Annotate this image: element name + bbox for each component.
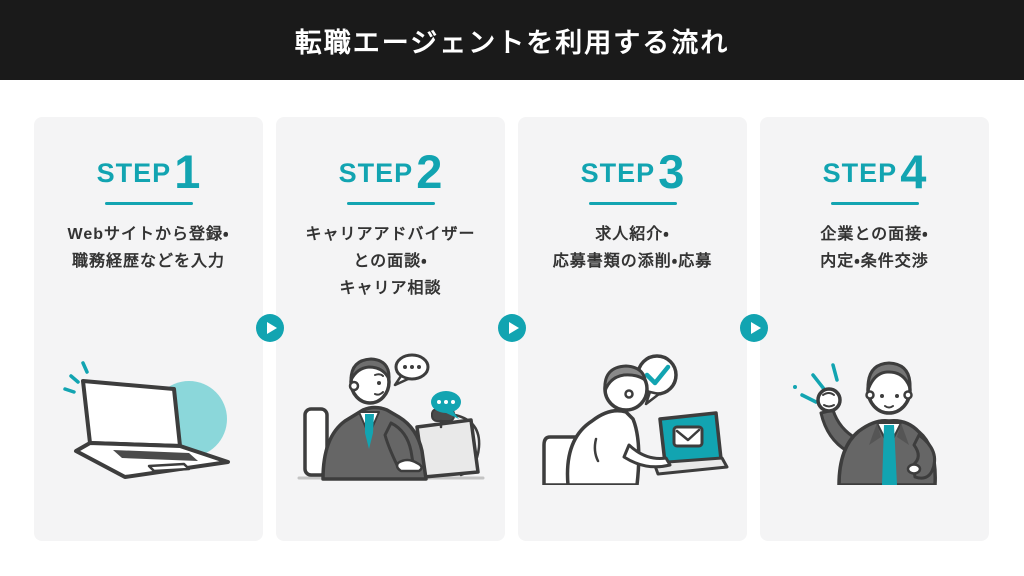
- play-arrow-icon: [750, 322, 761, 334]
- advisor-icon: [297, 353, 484, 481]
- step-card-3: STEP 3 求人紹介・ 応募書類の添削・応募: [518, 117, 747, 541]
- step-number: 3: [658, 145, 685, 198]
- online-career-advisor-illustration: [295, 351, 487, 485]
- job-application-laptop-illustration: [536, 349, 730, 485]
- page-title: 転職エージェントを利用する流れ: [294, 27, 730, 58]
- applicant-icon: [541, 354, 728, 485]
- interview-success-illustration: [783, 353, 967, 485]
- step-heading: STEP 2: [338, 145, 443, 198]
- step-description-line: 内定・条件交渉: [820, 252, 929, 270]
- steps-row: STEP 1 Webサイトから登録・ 職務経歴などを入力: [0, 117, 1024, 541]
- step-description: キャリアアドバイザー との面談・ キャリア相談: [305, 221, 475, 302]
- step-description: 求人紹介・ 応募書類の添削・応募: [553, 221, 712, 275]
- step-card-2: STEP 2 キャリアアドバイザー との面談・ キャリア相談: [276, 117, 505, 541]
- step-description-line: 職務経歴などを入力: [71, 252, 225, 270]
- success-businessman-icon: [792, 361, 937, 485]
- step-label: STEP: [580, 157, 656, 188]
- step-heading: STEP 1: [96, 145, 201, 198]
- step-label: STEP: [96, 157, 172, 188]
- next-step-arrow-1: [256, 314, 284, 342]
- next-step-arrow-2: [498, 314, 526, 342]
- step-underline: [588, 201, 677, 205]
- step-number: 1: [174, 145, 201, 198]
- step-description: Webサイトから登録・ 職務経歴などを入力: [68, 221, 230, 275]
- step-description-line: 企業との面接・: [820, 225, 929, 243]
- step-number: 4: [900, 145, 927, 198]
- step-description-line: 求人紹介・: [595, 225, 670, 243]
- step-number: 2: [416, 145, 443, 198]
- step-heading: STEP 3: [580, 145, 685, 198]
- step-underline: [104, 201, 193, 205]
- step-description-line: キャリア相談: [339, 279, 442, 297]
- step-underline: [346, 201, 435, 205]
- next-step-arrow-3: [740, 314, 768, 342]
- header-bar: 転職エージェントを利用する流れ: [0, 0, 1024, 80]
- play-arrow-icon: [266, 322, 277, 334]
- step-label: STEP: [338, 157, 414, 188]
- step-card-1: STEP 1 Webサイトから登録・ 職務経歴などを入力: [34, 117, 263, 541]
- step-description: 企業との面接・ 内定・条件交渉: [820, 221, 928, 275]
- laptop-registration-illustration: [61, 355, 237, 485]
- step-heading: STEP 4: [822, 145, 927, 198]
- play-arrow-icon: [508, 322, 519, 334]
- step-card-4: STEP 4 企業との面接・ 内定・条件交渉: [760, 117, 989, 541]
- laptop-icon: [62, 361, 230, 479]
- step-description-line: キャリアアドバイザー: [305, 225, 476, 243]
- step-description-line: との面談・: [353, 252, 428, 270]
- step-underline: [830, 201, 919, 205]
- step-description-line: 応募書類の添削・応募: [552, 252, 713, 270]
- step-label: STEP: [822, 157, 898, 188]
- step-description-line: Webサイトから登録・: [67, 225, 230, 243]
